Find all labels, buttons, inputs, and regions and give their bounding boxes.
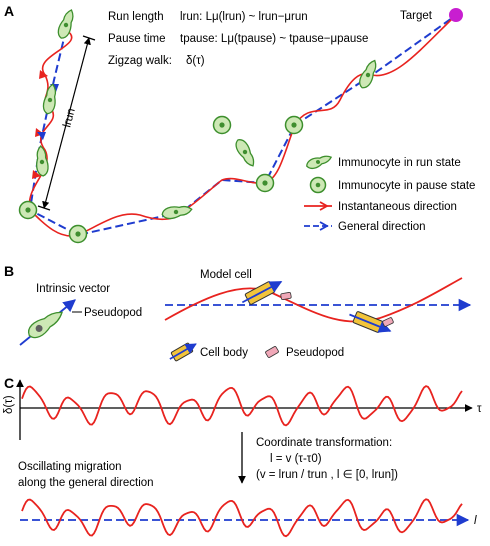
panel-label-a: A: [4, 3, 14, 19]
pseudopod-legend-label: Pseudopod: [286, 347, 344, 359]
run-length-formula: lrun: Lμ(lrun) ~ lrun−μrun: [180, 11, 308, 23]
model-cell-2: [349, 311, 392, 333]
legend-run-state: Immunocyte in run state: [338, 157, 461, 169]
pseudopod-label: Pseudopod: [84, 307, 142, 319]
run-cell: [161, 205, 193, 220]
legend-pause-state: Immunocyte in pause state: [338, 180, 475, 192]
oscillating-label-1: Oscillating migration: [18, 461, 122, 473]
cell-body-label: Cell body: [200, 347, 248, 359]
cell-body-icon: [169, 342, 197, 362]
target-label: Target: [400, 10, 433, 22]
run-length-measure: [37, 35, 96, 211]
panel-label-c: C: [4, 375, 14, 391]
pause-cell: [212, 115, 232, 135]
model-cell-label: Model cell: [200, 269, 252, 281]
run-cell: [359, 59, 377, 89]
pause-time-label: Pause time: [108, 33, 166, 45]
general-direction-path: [28, 15, 456, 237]
oscillating-label-2: along the general direction: [18, 477, 154, 489]
transform-eq2: (v = lrun / trun , l ∈ [0, lrun]): [256, 469, 398, 481]
panel-a-legend: Immunocyte in run state Immunocyte in pa…: [304, 155, 475, 233]
legend-instantaneous: Instantaneous direction: [338, 201, 457, 213]
l-axis-label: l: [474, 515, 477, 527]
pseudopod-2: [382, 317, 394, 327]
model-trajectory: [164, 277, 463, 323]
run-cell: [57, 9, 74, 39]
pseudopod-icon: [265, 346, 279, 358]
pause-cell: [18, 200, 38, 220]
pause-time-formula: tpause: Lμ(tpause) ~ tpause−μpause: [180, 33, 368, 45]
pseudopod-1: [280, 292, 292, 300]
run-length-label: Run length: [108, 11, 164, 23]
pause-cell-icon: [309, 176, 327, 194]
pause-state-cells: [18, 115, 304, 244]
pause-cell: [68, 224, 88, 244]
target-dot: [449, 8, 463, 22]
lrun-label: lrun: [61, 107, 78, 129]
pause-cell: [284, 115, 304, 135]
zigzag-symbol: δ(τ): [186, 55, 205, 67]
panel-label-b: B: [4, 263, 14, 279]
zigzag-label: Zigzag walk:: [108, 55, 172, 67]
transform-eq1: l = v (τ-τ0): [270, 453, 322, 465]
model-cell-1: [241, 280, 283, 305]
run-cell-icon: [306, 155, 333, 170]
run-cell: [36, 145, 49, 177]
transform-title: Coordinate transformation:: [256, 437, 392, 449]
migration-waveform: [21, 498, 463, 538]
pause-cell: [255, 173, 275, 193]
intrinsic-vector-label: Intrinsic vector: [36, 283, 110, 295]
tau-axis-label: τ: [477, 403, 482, 415]
delta-waveform: [21, 385, 463, 427]
delta-axes: [16, 379, 473, 440]
legend-general: General direction: [338, 221, 426, 233]
delta-axis-label: δ(τ): [3, 395, 15, 414]
intrinsic-cell-sketch: [19, 299, 82, 346]
run-cell: [235, 139, 255, 167]
